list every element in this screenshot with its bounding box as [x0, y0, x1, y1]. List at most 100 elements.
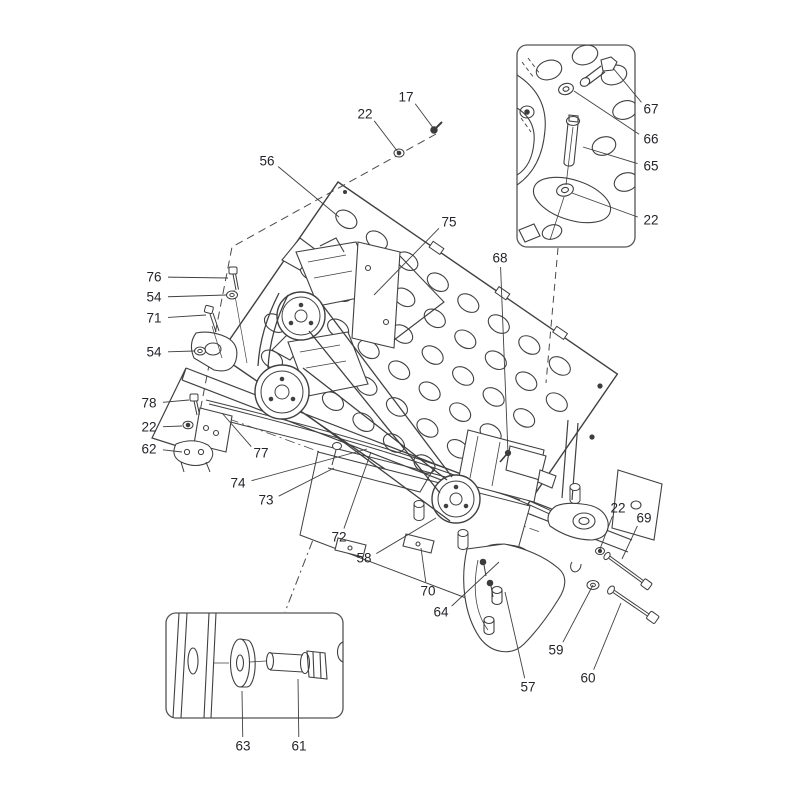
callout-63: 63 — [235, 690, 251, 754]
leader-line-72 — [343, 451, 372, 529]
leader-line-74 — [251, 448, 368, 482]
part-number-67: 67 — [643, 102, 658, 117]
callout-76: 76 — [146, 270, 229, 285]
part-number-61: 61 — [291, 739, 306, 754]
mounting-plate-75 — [351, 241, 401, 349]
part-number-22d: 22 — [610, 501, 625, 516]
part-number-69: 69 — [636, 511, 651, 526]
part-number-54a: 54 — [146, 290, 162, 305]
part-number-75: 75 — [441, 215, 456, 230]
part-number-72: 72 — [331, 530, 346, 545]
leader-line-64 — [451, 561, 500, 607]
part-number-78: 78 — [141, 396, 156, 411]
part-number-68: 68 — [492, 251, 507, 266]
part-number-65: 65 — [643, 159, 658, 174]
part-number-59: 59 — [548, 643, 563, 658]
leader-line-56 — [277, 166, 340, 218]
part-number-54b: 54 — [146, 345, 162, 360]
callout-22d: 22 — [599, 501, 626, 550]
leader-line-57 — [504, 591, 526, 679]
callout-68: 68 — [492, 251, 509, 454]
part-number-17: 17 — [398, 90, 413, 105]
leader-line-63 — [241, 690, 244, 738]
callout-22c: 22 — [141, 420, 183, 435]
edge-hole — [336, 641, 343, 663]
bolt-61 — [265, 650, 328, 680]
leader-line-54a — [167, 294, 227, 298]
part-number-60: 60 — [580, 671, 595, 686]
right-end-bracket — [611, 469, 663, 541]
callout-61: 61 — [291, 678, 307, 754]
detail-inset-top-right — [516, 44, 636, 248]
part-number-58: 58 — [356, 551, 371, 566]
lower-spindle-pulley — [254, 364, 310, 420]
callout-71: 71 — [146, 311, 207, 326]
upper-spindle-pulley — [276, 291, 326, 341]
part-number-63: 63 — [235, 739, 250, 754]
callout-69: 69 — [621, 511, 652, 560]
part-number-73: 73 — [258, 493, 273, 508]
callout-67: 67 — [612, 67, 659, 117]
callout-64: 64 — [433, 561, 500, 620]
leader-line-67 — [612, 67, 642, 103]
callout-60: 60 — [580, 602, 622, 686]
leader-line-73 — [278, 467, 335, 497]
callout-78: 78 — [141, 396, 190, 411]
leader-line-65 — [582, 146, 638, 165]
leader-line-69 — [621, 525, 638, 560]
washer-63 — [229, 638, 256, 688]
leader-line-22c — [162, 425, 183, 428]
bolt-under-clutch — [486, 579, 494, 598]
pulley-edge — [517, 74, 546, 186]
bolt-under-deck — [331, 442, 342, 466]
callout-17: 17 — [398, 90, 435, 130]
bolt-76 — [228, 266, 239, 291]
leader-line-75 — [373, 227, 440, 296]
callout-59: 59 — [548, 584, 594, 658]
plate-62 — [173, 440, 214, 473]
washer-66 — [558, 82, 574, 96]
leader-line-22b — [571, 192, 638, 218]
part-number-74: 74 — [230, 476, 246, 491]
callout-57: 57 — [504, 591, 536, 695]
electric-clutch-body — [457, 429, 557, 503]
bolt-78 — [189, 393, 200, 416]
callout-75: 75 — [373, 215, 457, 296]
part-number-66: 66 — [643, 132, 658, 147]
leader-line-70 — [420, 547, 427, 583]
spacer-bushings — [413, 483, 581, 550]
callout-58: 58 — [356, 517, 437, 566]
pin-65 — [563, 114, 581, 167]
bracket-plate — [532, 176, 612, 224]
fastener-axis — [211, 325, 223, 359]
bracket-stud — [483, 615, 495, 635]
panel-screw — [597, 383, 603, 389]
part-number-56: 56 — [259, 154, 274, 169]
leader-line-76 — [167, 276, 229, 279]
leader-line-60 — [593, 602, 622, 670]
callout-62: 62 — [141, 442, 183, 457]
gusset — [393, 255, 445, 341]
callout-65: 65 — [582, 146, 659, 174]
callout-70: 70 — [420, 547, 436, 599]
washer-22d — [595, 547, 605, 555]
leader-line-22a — [373, 120, 399, 153]
leader-line-62 — [162, 449, 183, 453]
washer-22b — [556, 183, 574, 197]
mount-bracket-57 — [463, 543, 566, 653]
leader-line-78 — [162, 399, 190, 403]
bolt-67 — [579, 56, 618, 87]
frame-foot — [334, 537, 367, 558]
panel-screw — [343, 190, 347, 194]
callout-73: 73 — [258, 467, 335, 508]
fastener-axis — [233, 289, 248, 364]
part-number-22c: 22 — [141, 420, 156, 435]
part-number-71: 71 — [146, 311, 161, 326]
part-number-22a: 22 — [357, 107, 372, 122]
frame-foot — [402, 533, 435, 554]
part-number-22b: 22 — [643, 213, 658, 228]
leader-line-77 — [221, 412, 252, 447]
bolt-69 — [603, 551, 653, 591]
bolt-71 — [203, 304, 220, 333]
